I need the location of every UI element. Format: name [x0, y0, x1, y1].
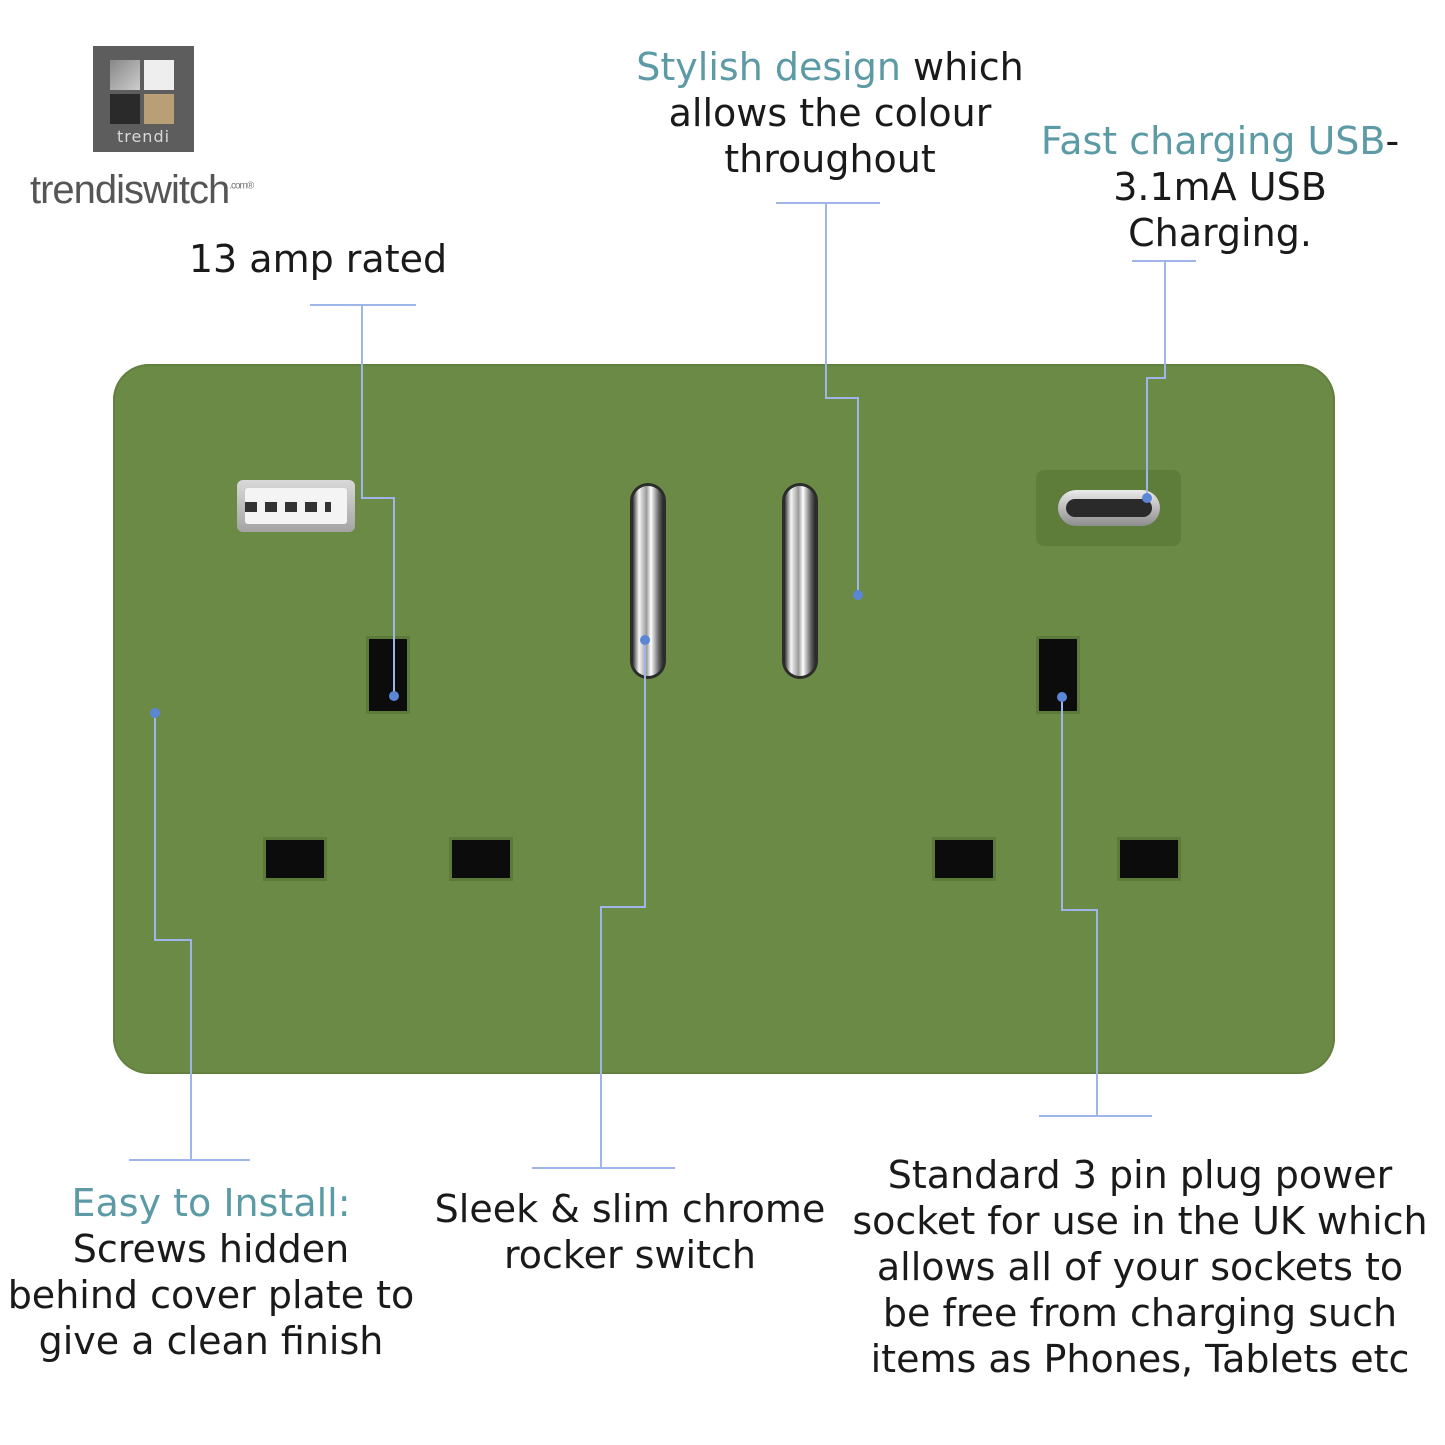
callout-dot-usb: [1142, 493, 1152, 503]
callout-socket-line4: be free from charging such: [882, 1291, 1398, 1335]
usb-a-port-icon: [237, 480, 355, 532]
callout-easy-install: Easy to Install: Screws hidden behind co…: [6, 1180, 416, 1364]
logo-tile-gold: [144, 94, 174, 124]
callout-dot-install: [150, 708, 160, 718]
leader-line-socket: [1039, 697, 1152, 1117]
brand-logo: trendi: [93, 46, 194, 152]
logo-tile-black: [110, 94, 140, 124]
logo-caption: trendi: [116, 127, 171, 146]
right-socket-neutral-pin: [935, 840, 993, 878]
callout-socket-line5: items as Phones, Tablets etc: [870, 1337, 1410, 1381]
callout-dot-stylish: [853, 590, 863, 600]
right-rocker-switch-icon: [785, 486, 815, 676]
left-socket-earth-pin: [369, 639, 407, 711]
left-rocker-switch-icon: [633, 486, 663, 676]
brand-wordmark-suffix: .com®: [229, 180, 254, 192]
callout-rocker-line1: Sleek & slim chrome: [434, 1187, 826, 1231]
callout-stylish-line1: which: [900, 45, 1024, 89]
callout-install-line3: behind cover plate to: [7, 1273, 415, 1317]
callout-usb-line3: Charging.: [1128, 211, 1312, 255]
callout-stylish-highlight: Stylish design: [636, 45, 901, 89]
callout-socket-line3: allows all of your sockets to: [876, 1245, 1404, 1289]
callout-install-line4: give a clean finish: [38, 1319, 384, 1363]
callout-rocker-line2: rocker switch: [504, 1233, 756, 1277]
leader-line-usb: [1132, 260, 1196, 498]
callout-install-highlight: Easy to Install:: [71, 1181, 351, 1225]
callout-usb-line1: -: [1385, 119, 1400, 163]
callout-socket-line2: socket for use in the UK which: [852, 1199, 1428, 1243]
callout-dot-rocker: [640, 635, 650, 645]
callout-dot-amp: [389, 691, 399, 701]
left-socket-live-pin: [452, 840, 510, 878]
leader-line-amp: [310, 304, 416, 696]
brand-wordmark: trendiswitch.com®: [30, 168, 254, 213]
callout-amp-rated: 13 amp rated: [188, 237, 448, 281]
callout-stylish-line3: throughout: [724, 137, 936, 181]
usb-c-port-icon: [1036, 470, 1181, 546]
callout-stylish-design: Stylish design which allows the colour t…: [615, 44, 1045, 182]
callout-usb-highlight: Fast charging USB: [1040, 119, 1386, 163]
left-socket-neutral-pin: [266, 840, 324, 878]
right-socket-live-pin: [1120, 840, 1178, 878]
leader-line-install: [129, 713, 250, 1161]
leader-line-rocker: [532, 640, 675, 1169]
callout-socket-line1: Standard 3 pin plug power: [887, 1153, 1393, 1197]
callout-install-line2: Screws hidden: [72, 1227, 350, 1271]
double-socket-plate: [113, 364, 1335, 1074]
callout-usb-charging: Fast charging USB- 3.1mA USB Charging.: [1030, 118, 1410, 256]
leader-line-stylish: [776, 202, 880, 595]
callout-uk-socket: Standard 3 pin plug power socket for use…: [850, 1152, 1430, 1382]
callout-stylish-line2: allows the colour: [668, 91, 992, 135]
logo-tile-silver: [110, 60, 140, 90]
logo-tile-white: [144, 60, 174, 90]
callout-rocker-switch: Sleek & slim chrome rocker switch: [425, 1186, 835, 1278]
callout-usb-line2: 3.1mA USB: [1113, 165, 1327, 209]
brand-wordmark-text: trendiswitch: [30, 168, 230, 212]
callout-dot-socket: [1057, 692, 1067, 702]
